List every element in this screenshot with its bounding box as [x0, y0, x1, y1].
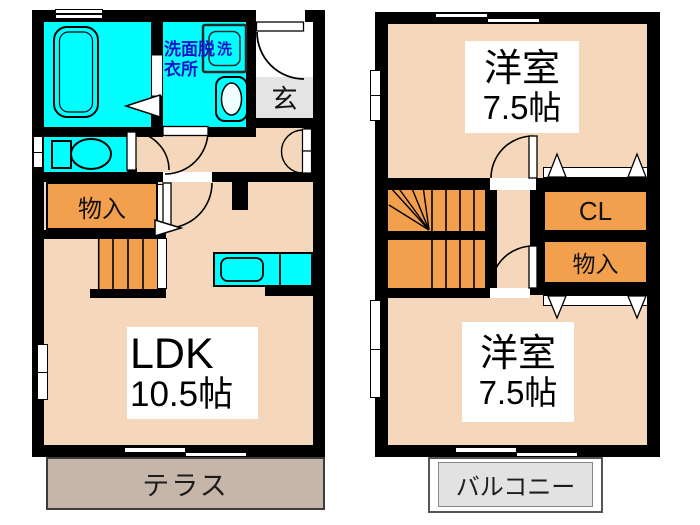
wall — [536, 178, 648, 190]
terrace-label: テラス — [142, 471, 229, 501]
ldk-label-line1: LDK — [130, 330, 214, 379]
balcony — [438, 462, 593, 507]
ldk-label-line2: 10.5帖 — [130, 375, 234, 415]
window — [455, 447, 517, 453]
wall — [530, 190, 543, 295]
entrance-porch — [256, 22, 313, 77]
bedroom-bottom-line2: 7.5帖 — [478, 373, 558, 411]
window — [516, 451, 578, 457]
doorway-gap — [490, 288, 530, 298]
terrace — [46, 457, 325, 510]
wall — [375, 445, 660, 457]
storage-1f-label: 物入 — [78, 195, 126, 223]
wall — [647, 12, 660, 457]
window — [370, 300, 381, 398]
window — [33, 136, 43, 168]
toilet-room — [44, 134, 127, 172]
wall — [265, 287, 313, 296]
genkan-label: 玄 — [271, 84, 298, 114]
wall — [212, 172, 313, 182]
bifold-door-marker — [543, 295, 648, 306]
kitchen-counter — [213, 252, 313, 287]
wall — [388, 178, 490, 190]
closet-cl — [543, 190, 648, 232]
shoe-cabinet — [304, 128, 313, 174]
wall — [530, 284, 648, 295]
window — [370, 70, 381, 121]
storage-2f-label: 物入 — [572, 251, 619, 277]
wall — [246, 118, 313, 128]
stairs-side-panel — [157, 238, 167, 289]
washroom-label: 洗面脱 衣所 — [164, 40, 236, 92]
wall — [208, 127, 256, 137]
wall — [90, 289, 166, 298]
wall — [127, 127, 137, 134]
ldk-label: LDK 10.5帖 — [127, 327, 258, 419]
wall — [44, 127, 163, 137]
washroom-label-line1: 洗面脱 — [164, 40, 215, 59]
wall — [543, 232, 648, 240]
bedroom-bottom-line1: 洋室 — [479, 332, 556, 375]
wall — [137, 172, 163, 182]
bedroom-top-line1: 洋室 — [483, 47, 560, 90]
wall — [32, 172, 137, 182]
bedroom-top-label: 洋室 7.5帖 — [465, 41, 579, 133]
wall — [388, 231, 485, 240]
window — [55, 13, 103, 19]
window — [487, 17, 540, 23]
wall — [388, 288, 490, 298]
washer-label: 洗 — [216, 40, 232, 58]
bathroom — [44, 22, 151, 127]
bedroom-top-line2: 7.5帖 — [482, 88, 562, 126]
wall — [313, 10, 325, 457]
wall — [485, 190, 497, 288]
wall — [246, 22, 256, 118]
storage-1f-door — [157, 184, 166, 228]
washroom-label-line2: 衣所 — [164, 59, 198, 79]
wall — [232, 182, 248, 210]
bedroom-bottom-label: 洋室 7.5帖 — [462, 322, 574, 422]
balcony-label: バルコニー — [455, 474, 576, 501]
window — [435, 12, 488, 18]
doorway-gap — [490, 178, 536, 190]
window — [37, 344, 48, 400]
doorway-gap — [163, 172, 212, 182]
bifold-door-marker — [543, 167, 648, 178]
closet-cl-label: CL — [578, 195, 613, 226]
stairs-first-floor — [98, 238, 158, 289]
storage-2f — [543, 240, 648, 284]
wall — [151, 22, 163, 127]
wall — [44, 230, 166, 239]
genkan — [256, 77, 313, 118]
window — [124, 447, 186, 453]
window — [185, 451, 247, 457]
